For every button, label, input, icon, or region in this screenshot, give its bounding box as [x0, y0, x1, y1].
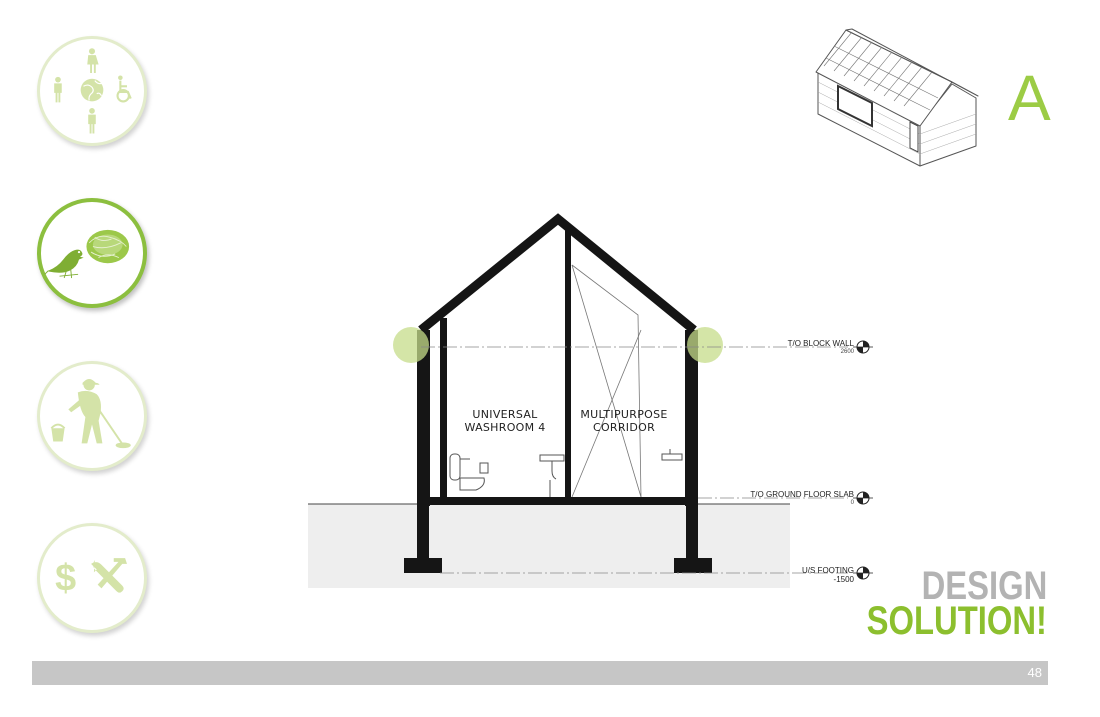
page-number: 48: [1027, 665, 1042, 680]
level-marker-footing: [853, 566, 873, 580]
level-label-ground-slab: T/O GROUND FLOOR SLAB: [750, 490, 854, 499]
level-marker-ground-slab: [853, 491, 873, 505]
left-wall: [417, 330, 430, 506]
bird-nest-icon: [44, 229, 130, 279]
right-foundation: [686, 505, 698, 561]
floor-slab: [417, 497, 698, 505]
footer-bar: 48: [32, 661, 1048, 685]
level-value-footing: -1500: [833, 575, 854, 584]
left-inner-wall: [440, 318, 447, 500]
left-footing: [404, 558, 442, 573]
accessibility-people-globe-icon: [54, 48, 132, 134]
room-label-washroom: UNIVERSAL WASHROOM 4: [460, 408, 550, 434]
level-label-footing: U/S FOOTING: [802, 566, 854, 575]
level-lines: [421, 346, 848, 574]
room-label-washroom-line2: WASHROOM 4: [464, 421, 546, 434]
isometric-house-sketch: [815, 28, 979, 167]
roof-outline: [418, 213, 697, 334]
corridor-glazing: [571, 264, 642, 498]
level-value-ground-slab: 0: [850, 500, 854, 506]
level-marker-block-wall: [853, 340, 873, 354]
svg-text:$: $: [55, 557, 76, 599]
right-wall: [685, 330, 698, 506]
cost-tools-icon: $: [55, 557, 127, 599]
badge-bird-nest: [37, 198, 147, 308]
title-solution: SOLUTION!: [866, 599, 1047, 643]
left-foundation: [417, 505, 429, 561]
building-section-drawing: [308, 213, 873, 588]
janitor-mopping-icon: [50, 379, 131, 449]
room-label-corridor-line1: MULTIPURPOSE: [580, 408, 668, 421]
partition-wall: [565, 230, 571, 500]
level-label-block-wall: T/O BLOCK WALL: [787, 339, 854, 348]
room-label-washroom-line1: UNIVERSAL: [472, 408, 538, 421]
badge-cost-tools: $: [37, 523, 147, 633]
earth-fill: [308, 504, 790, 588]
right-footing: [674, 558, 712, 573]
badge-accessibility: [37, 36, 147, 146]
room-label-corridor-line2: CORRIDOR: [592, 421, 656, 434]
highlight-right-wall-top: [687, 327, 723, 363]
badge-janitor: [37, 361, 147, 471]
room-label-corridor: MULTIPURPOSE CORRIDOR: [573, 408, 675, 434]
highlight-left-wall-top: [393, 327, 429, 363]
option-letter: A: [1008, 62, 1051, 134]
washroom-fixtures: [449, 449, 683, 497]
title-design: DESIGN: [921, 564, 1047, 608]
level-value-block-wall: 2600: [840, 349, 854, 355]
